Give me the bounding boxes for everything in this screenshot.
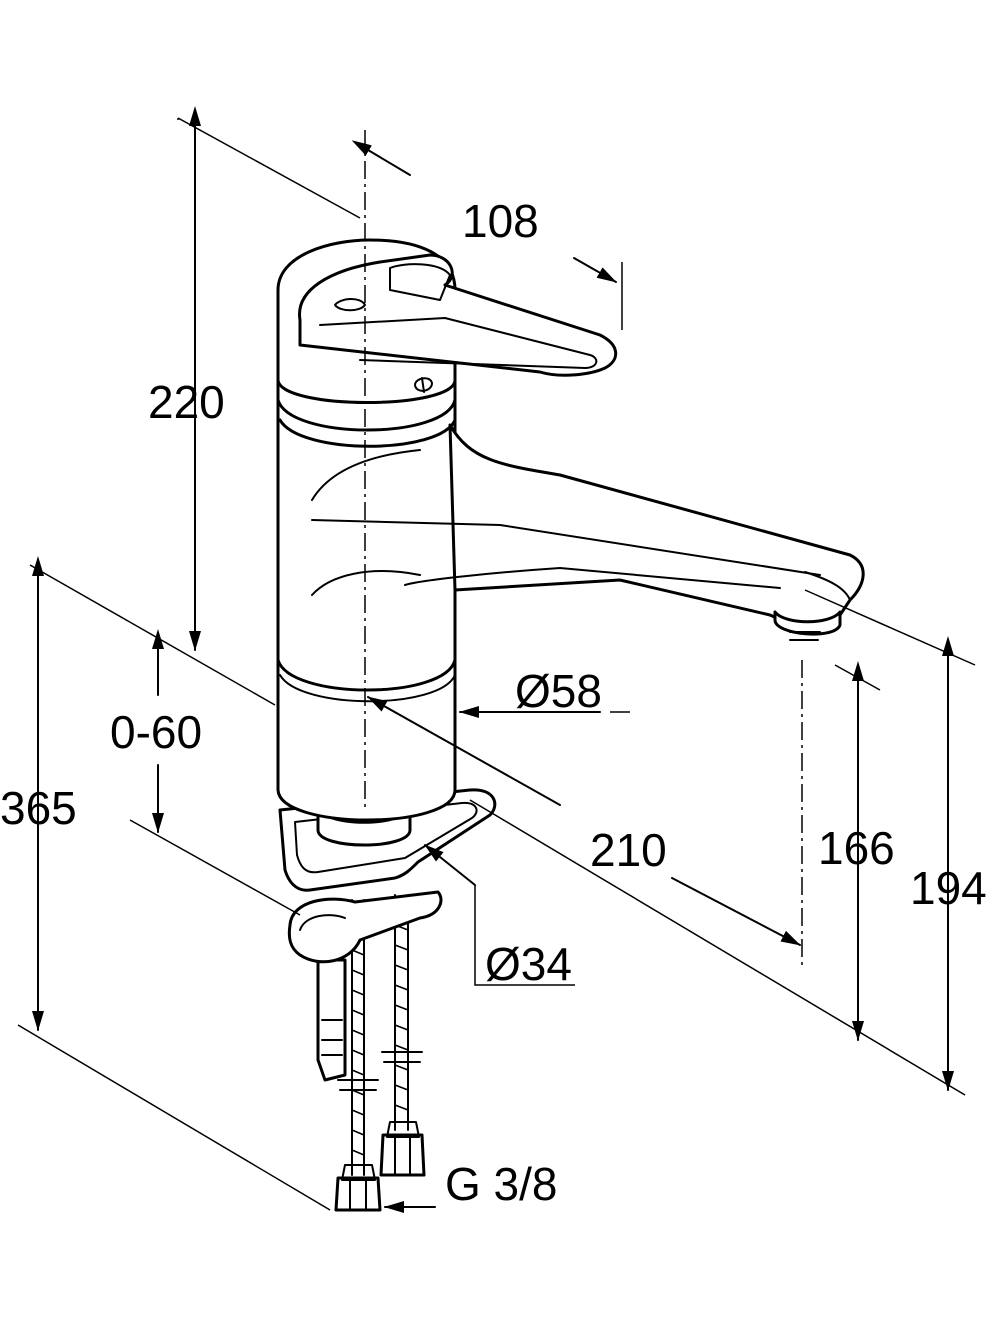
mounting-rod [287,890,443,1082]
faucet [276,238,865,1212]
flexible-hoses [334,894,426,1212]
label-166: 166 [818,822,895,874]
label-194: 194 [910,862,987,914]
dimension-labels: 108 220 0-60 365 Ø58 210 166 194 Ø34 G 3… [0,195,987,1210]
label-0-60: 0-60 [110,706,202,758]
label-220: 220 [148,376,225,428]
label-365: 365 [0,782,77,834]
label-diameter-58: Ø58 [515,665,602,717]
label-210: 210 [590,824,667,876]
spout [311,423,865,641]
label-diameter-34: Ø34 [485,938,572,990]
dimension-lines [17,106,976,1213]
center-lines [364,130,803,965]
lever-handle [276,238,618,404]
label-thread-g-3-8: G 3/8 [445,1158,558,1210]
faucet-body [276,288,457,822]
label-108: 108 [462,195,539,247]
